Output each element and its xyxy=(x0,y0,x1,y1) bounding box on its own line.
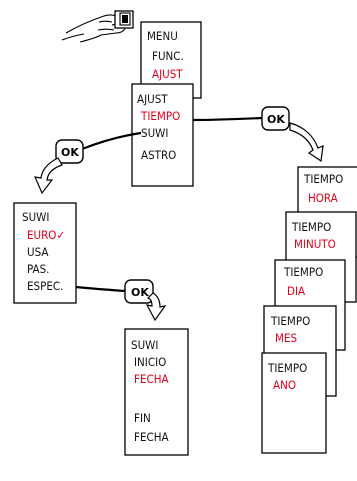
svg-text:ANO: ANO xyxy=(273,378,296,392)
ok-button-bottom: OK xyxy=(125,280,153,303)
ajust-menu-item: SUWI xyxy=(141,126,168,140)
svg-text:OK: OK xyxy=(131,286,149,299)
curved-arrow-icon xyxy=(147,293,165,320)
connector-line xyxy=(76,287,125,291)
svg-text:TIEMPO: TIEMPO xyxy=(267,361,307,375)
tiempo-card: TIEMPO ANO xyxy=(262,353,326,453)
suwi-menu-item: ESPEC. xyxy=(27,279,63,293)
svg-text:TIEMPO: TIEMPO xyxy=(303,172,343,186)
svg-text:DIA: DIA xyxy=(287,284,305,298)
svg-text:MES: MES xyxy=(275,331,297,345)
ok-button-left: OK xyxy=(56,140,83,163)
suwi-menu-item-highlighted: EURO✓ xyxy=(27,228,65,242)
curved-arrow-icon xyxy=(290,123,323,161)
suwi-menu-item: PAS. xyxy=(27,262,49,276)
svg-text:TIEMPO: TIEMPO xyxy=(270,314,310,328)
hand-press-button-icon xyxy=(62,11,133,42)
main-menu-item: MENU xyxy=(147,29,178,43)
ok-button-right: OK xyxy=(262,107,289,130)
espec-menu-item-highlighted: FECHA xyxy=(134,372,169,386)
curved-arrow-icon xyxy=(35,158,62,193)
espec-menu-item: SUWI xyxy=(131,338,158,352)
espec-menu-item: FECHA xyxy=(134,430,169,444)
svg-text:TIEMPO: TIEMPO xyxy=(291,220,331,234)
ajust-menu-item: ASTRO xyxy=(141,148,176,162)
suwi-menu-item: SUWI xyxy=(22,210,49,224)
svg-text:TIEMPO: TIEMPO xyxy=(283,265,323,279)
connector-line xyxy=(193,118,262,120)
ajust-menu-item: AJUST xyxy=(137,92,168,106)
main-menu-item: FUNC. xyxy=(152,49,184,63)
suwi-menu-item: USA xyxy=(27,245,48,259)
main-menu-item-highlighted: AJUST xyxy=(152,67,183,81)
svg-text:MINUTO: MINUTO xyxy=(294,237,336,251)
svg-text:OK: OK xyxy=(61,146,79,159)
espec-menu-item: FIN xyxy=(134,411,151,425)
ajust-menu-item-highlighted: TIEMPO xyxy=(140,109,180,123)
espec-menu-item: INICIO xyxy=(134,355,166,369)
svg-text:HORA: HORA xyxy=(308,191,338,205)
svg-text:OK: OK xyxy=(267,113,285,126)
